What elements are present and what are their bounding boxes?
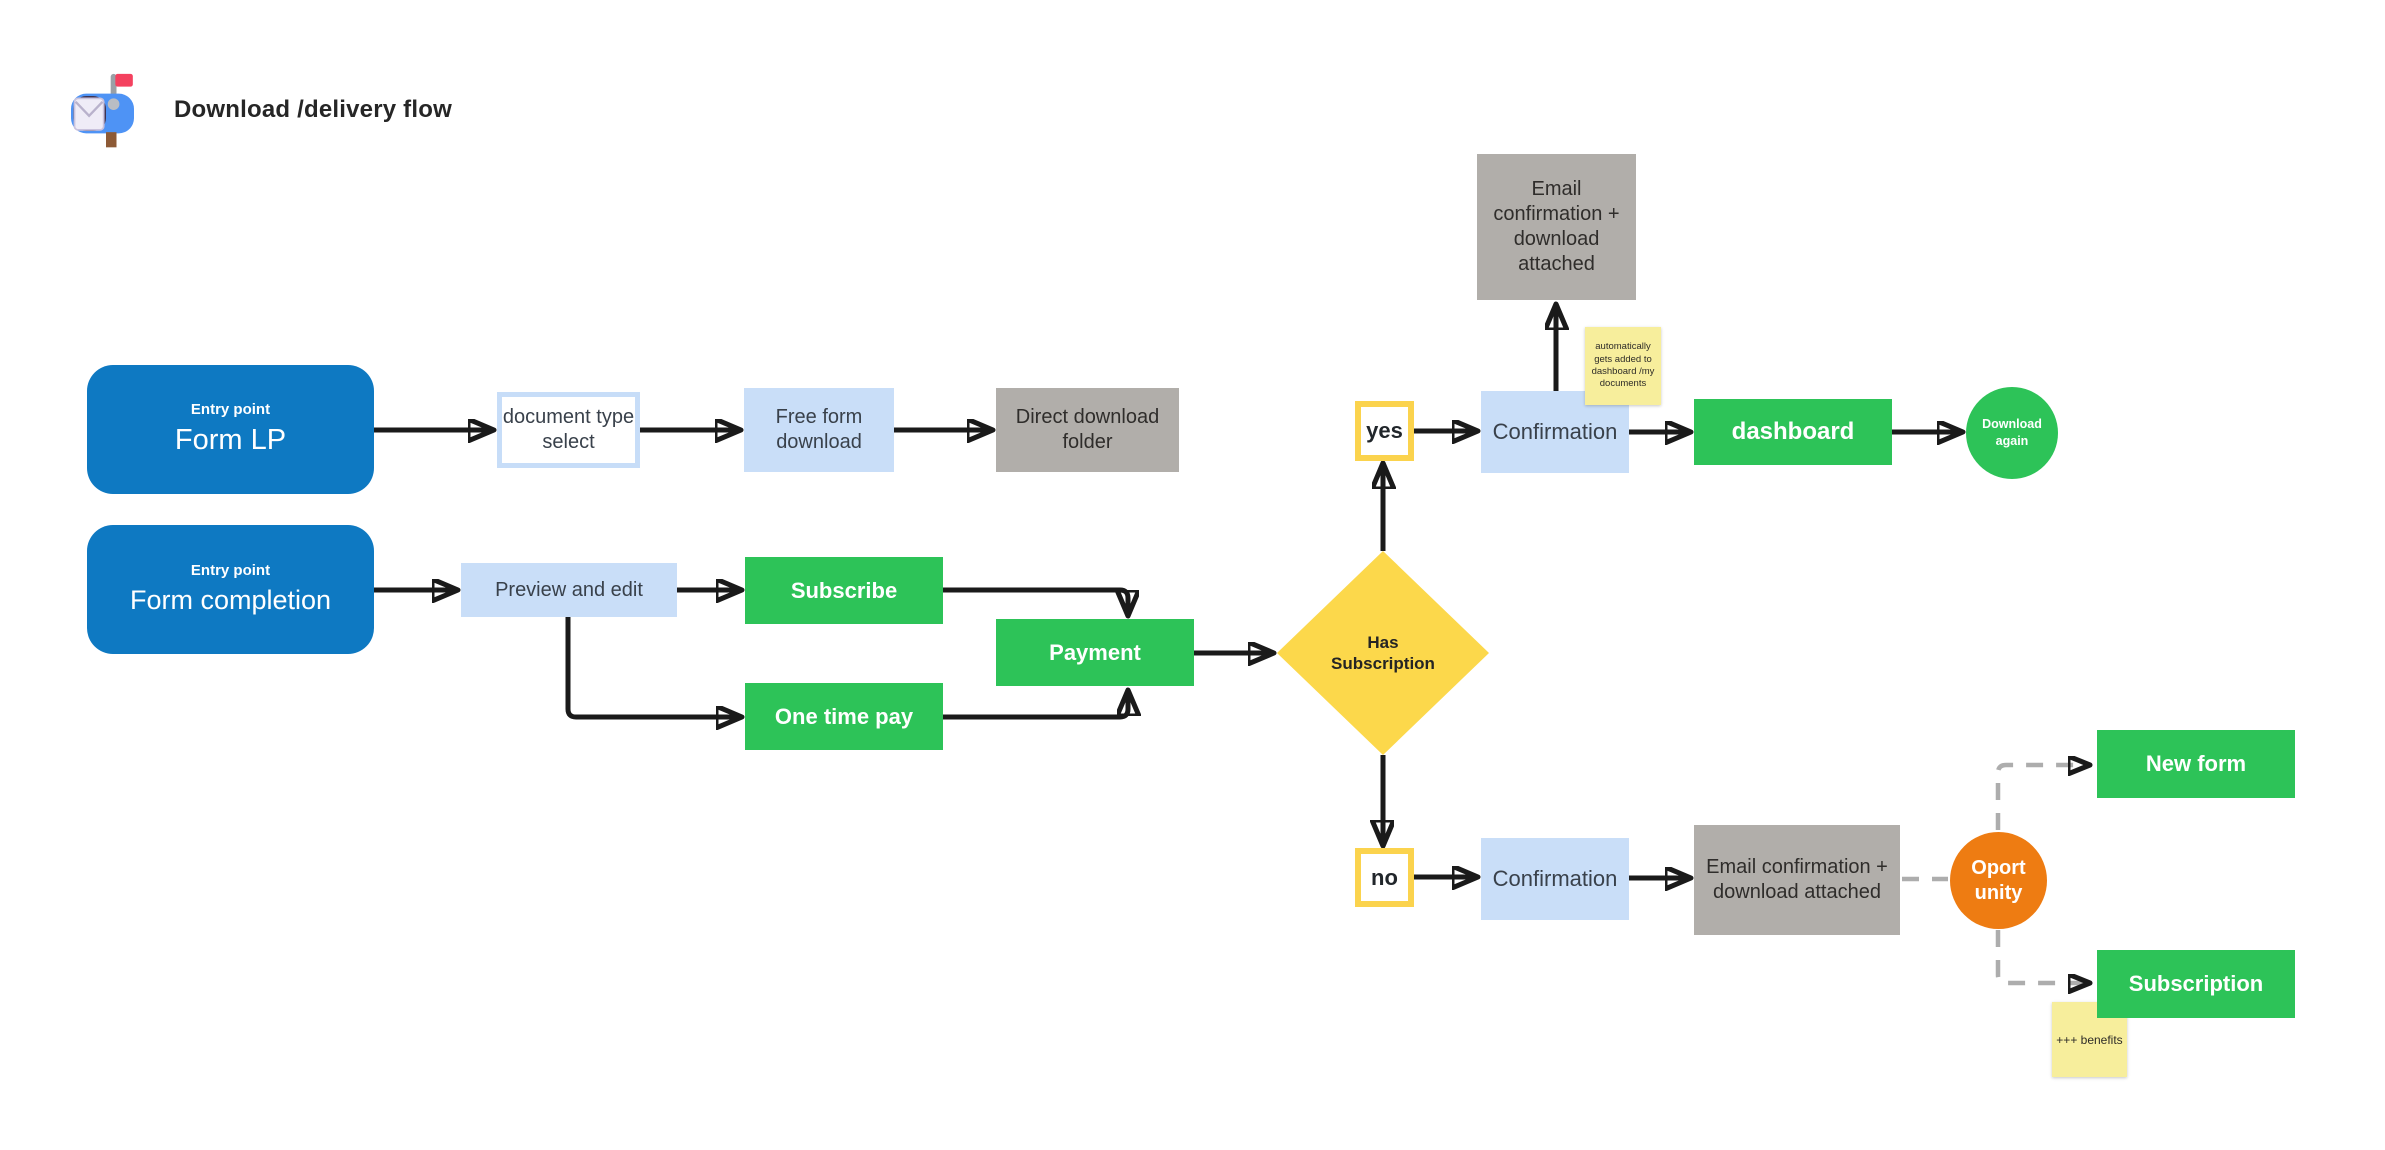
- node-document-type-select[interactable]: document type select: [497, 392, 640, 468]
- node-email-confirmation-top[interactable]: Email confirmation + download attached: [1477, 154, 1636, 300]
- node-label: Form completion: [129, 584, 332, 615]
- node-free-form-download[interactable]: Free form download: [744, 388, 894, 472]
- sticky-note-benefits[interactable]: +++ benefits: [2052, 1002, 2127, 1077]
- node-subscription[interactable]: Subscription: [2097, 950, 2295, 1018]
- connector[interactable]: [565, 617, 742, 717]
- connector-dashed[interactable]: [1995, 930, 2090, 983]
- connector[interactable]: [943, 690, 1128, 720]
- mailbox-icon: [71, 73, 134, 148]
- sticky-text: +++ benefits: [2056, 1032, 2123, 1047]
- entry-point-tag: Entry point: [190, 561, 271, 579]
- node-label: Email confirmation + download attached: [1706, 856, 1888, 903]
- node-label: Subscribe: [790, 577, 898, 603]
- node-direct-download-folder[interactable]: Direct download folder: [996, 388, 1179, 472]
- node-label: Has Subscription: [1331, 632, 1435, 673]
- node-download-again[interactable]: Download again: [1966, 387, 2058, 479]
- connector-dashed[interactable]: [1995, 765, 2090, 830]
- node-email-confirmation-bottom[interactable]: Email confirmation + download attached: [1694, 825, 1900, 935]
- sticky-text: automatically gets added to dashboard /m…: [1591, 341, 1655, 390]
- connector[interactable]: [943, 587, 1128, 616]
- node-dashboard[interactable]: dashboard: [1694, 399, 1892, 465]
- node-preview-and-edit[interactable]: Preview and edit: [461, 563, 677, 617]
- node-label: Confirmation: [1492, 866, 1618, 892]
- node-label: no: [1371, 864, 1398, 890]
- node-subscribe[interactable]: Subscribe: [745, 557, 943, 624]
- node-label: dashboard: [1731, 418, 1855, 445]
- node-label: One time pay: [774, 703, 914, 729]
- node-payment[interactable]: Payment: [996, 619, 1194, 686]
- entry-point-tag: Entry point: [190, 400, 271, 418]
- node-new-form[interactable]: New form: [2097, 730, 2295, 798]
- node-label: Payment: [1049, 639, 1141, 665]
- node-yes[interactable]: yes: [1355, 401, 1414, 461]
- node-label: yes: [1366, 418, 1403, 444]
- node-oportunity[interactable]: Oport unity: [1950, 832, 2047, 929]
- node-label: Subscription: [2128, 971, 2264, 997]
- node-no[interactable]: no: [1355, 848, 1414, 907]
- node-form-lp[interactable]: Entry point Form LP: [87, 365, 374, 494]
- node-label: Download again: [1982, 417, 2042, 448]
- node-label: New form: [2145, 751, 2247, 777]
- node-label: Preview and edit: [495, 578, 643, 601]
- node-label: document type select: [502, 406, 635, 453]
- node-label: Free form download: [775, 406, 863, 453]
- sticky-note-auto-dashboard[interactable]: automatically gets added to dashboard /m…: [1585, 327, 1661, 405]
- node-confirmation-bottom[interactable]: Confirmation: [1481, 838, 1629, 920]
- node-label: Email confirmation + download attached: [1493, 178, 1620, 275]
- node-form-completion[interactable]: Entry point Form completion: [87, 525, 374, 654]
- node-label: Confirmation: [1492, 419, 1618, 445]
- page-title: Download /delivery flow: [174, 96, 452, 123]
- diagram-header: Download /delivery flow: [64, 68, 452, 152]
- node-one-time-pay[interactable]: One time pay: [745, 683, 943, 750]
- node-label: Form LP: [174, 424, 287, 457]
- node-label: Direct download folder: [1015, 406, 1160, 453]
- node-label: Oport unity: [1971, 856, 2026, 904]
